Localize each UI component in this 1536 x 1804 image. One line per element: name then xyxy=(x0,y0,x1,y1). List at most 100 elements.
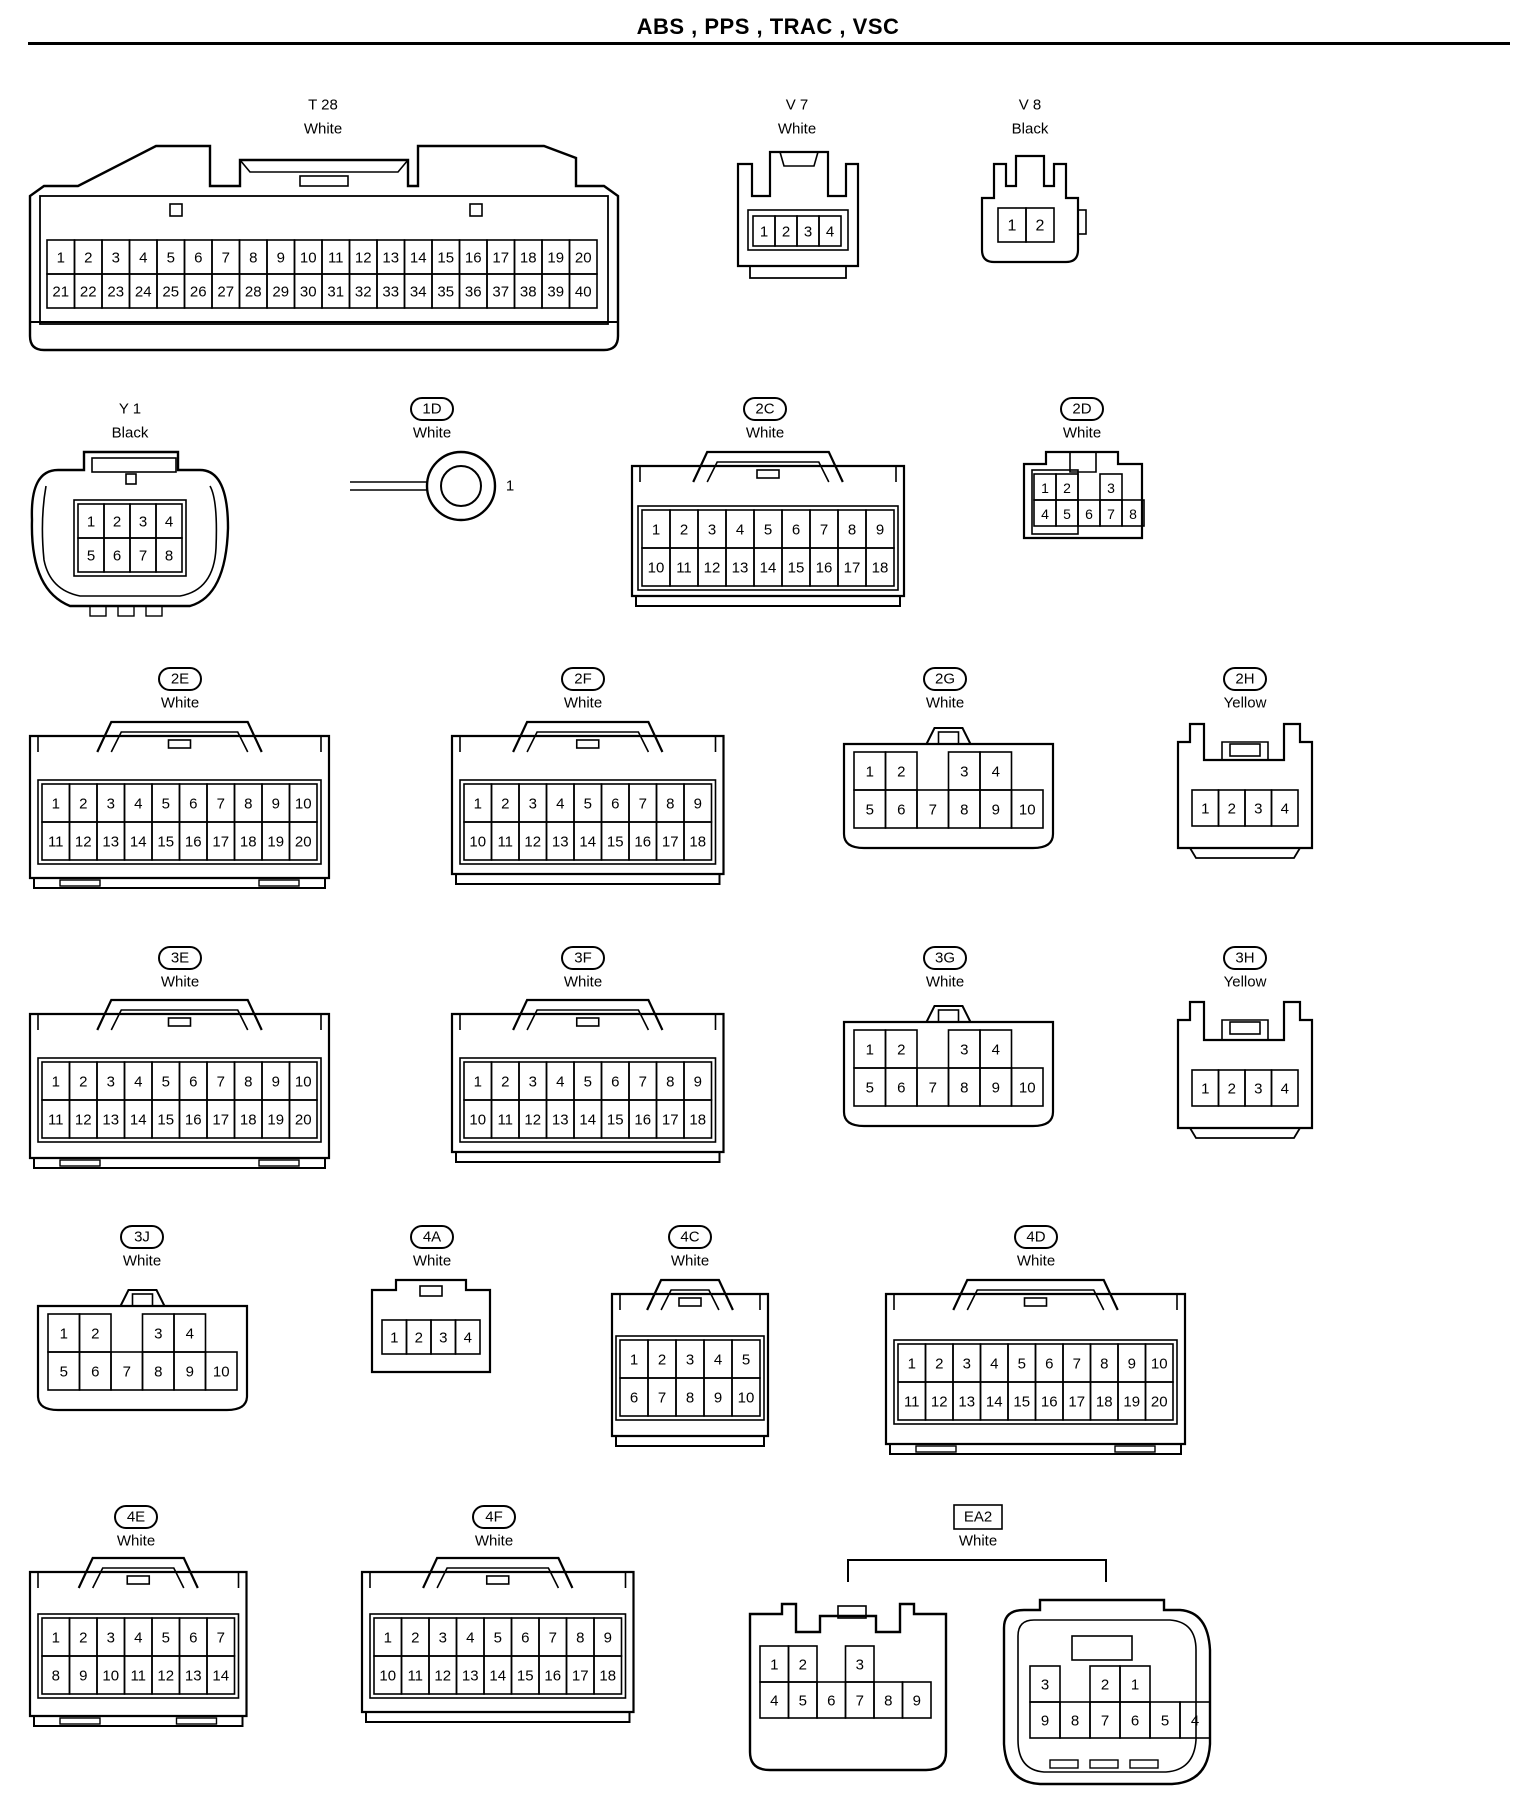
latch-tab xyxy=(485,1575,510,1585)
pin-t28-34: 34 xyxy=(410,284,427,301)
body-outline xyxy=(360,1570,635,1714)
body-outline xyxy=(630,464,906,598)
pin-frame xyxy=(37,1057,322,1143)
latch-tab xyxy=(167,1017,192,1027)
pin-frame xyxy=(459,1057,717,1143)
pin-frame xyxy=(1031,469,1079,535)
body-outline xyxy=(779,151,819,167)
body-outline xyxy=(28,144,620,352)
pin-ea2-m-2: 2 xyxy=(799,1657,807,1674)
pin-t28-10: 10 xyxy=(300,250,317,267)
pin-4c-7: 7 xyxy=(658,1390,666,1407)
pin-4e-8: 8 xyxy=(52,1668,60,1685)
pin-4e-12: 12 xyxy=(157,1668,174,1685)
pin-t28-27: 27 xyxy=(217,284,234,301)
connector-id-4a: 4A xyxy=(423,1229,441,1246)
pin-cell xyxy=(206,1655,236,1695)
connector-id-y1: Y 1 xyxy=(119,401,141,418)
pin-3g-6: 6 xyxy=(897,1080,905,1097)
pin-2d-7: 7 xyxy=(1107,506,1115,522)
body-outline xyxy=(512,998,664,1031)
pin-3e-4: 4 xyxy=(134,1074,142,1091)
pin-4e-3: 3 xyxy=(107,1630,115,1647)
pin-4f-13: 13 xyxy=(462,1668,479,1685)
body-outline xyxy=(736,150,860,268)
pin-ea2-m-4: 4 xyxy=(770,1693,778,1710)
pin-t28-24: 24 xyxy=(135,284,152,301)
pin-ea2-m-6: 6 xyxy=(827,1693,835,1710)
connector-color-2d: White xyxy=(1063,425,1101,442)
body-outline xyxy=(455,1152,721,1163)
pin-frame xyxy=(747,209,849,251)
pin-frame xyxy=(39,195,609,325)
body-outline xyxy=(615,1436,765,1447)
body-outline xyxy=(28,734,331,880)
pin-2e-9: 9 xyxy=(272,796,280,813)
pin-4f-4: 4 xyxy=(466,1630,474,1647)
pin-ea2-m-1: 1 xyxy=(770,1657,778,1674)
pin-3f-12: 12 xyxy=(524,1112,541,1129)
pin-ea2-m-5: 5 xyxy=(799,1693,807,1710)
pin-2c-1: 1 xyxy=(652,522,660,539)
pin-4d-15: 15 xyxy=(1013,1394,1030,1411)
pin-t28-2: 2 xyxy=(84,250,92,267)
body-outline xyxy=(1189,1127,1301,1139)
pin-cell xyxy=(1270,789,1299,827)
latch-tab xyxy=(937,731,960,745)
connector-id-4d: 4D xyxy=(1026,1229,1045,1246)
connector-badge xyxy=(472,1505,516,1529)
foot xyxy=(1129,1759,1159,1769)
body-outline xyxy=(1221,741,1269,760)
pin-2f-2: 2 xyxy=(501,796,509,813)
body-outline xyxy=(33,878,326,889)
latch-tab xyxy=(937,1009,960,1023)
pin-cell xyxy=(1270,1069,1299,1107)
connector-id-3h: 3H xyxy=(1235,950,1254,967)
connector-color-ea2: White xyxy=(959,1533,997,1550)
connector-id-4e: 4E xyxy=(127,1509,145,1526)
pin-2c-9: 9 xyxy=(876,522,884,539)
pin-3f-4: 4 xyxy=(556,1074,564,1091)
pin-ea2-m-7: 7 xyxy=(856,1693,864,1710)
pin-2d-3: 3 xyxy=(1107,480,1115,496)
connector-color-3g: White xyxy=(926,974,964,991)
pin-4a-3: 3 xyxy=(439,1330,447,1347)
pin-3e-12: 12 xyxy=(75,1112,92,1129)
pin-3g-10: 10 xyxy=(1019,1080,1036,1097)
body-outline xyxy=(36,1304,249,1412)
pin-4f-8: 8 xyxy=(576,1630,584,1647)
pin-2d-6: 6 xyxy=(1085,506,1093,522)
pin-2c-12: 12 xyxy=(704,560,721,577)
body-outline xyxy=(980,154,1080,264)
pin-cell xyxy=(1025,207,1055,243)
body-outline xyxy=(436,1567,560,1589)
pin-3e-15: 15 xyxy=(157,1112,174,1129)
pin-2f-12: 12 xyxy=(524,834,541,851)
foot xyxy=(59,879,101,887)
latch-tab xyxy=(756,469,780,479)
pin-2e-6: 6 xyxy=(189,796,197,813)
connector-color-v8: Black xyxy=(1012,121,1049,138)
pin-t28-19: 19 xyxy=(547,250,564,267)
pin-ea2-f-1: 1 xyxy=(1131,1677,1139,1694)
pin-3f-1: 1 xyxy=(474,1074,482,1091)
pin-4e-13: 13 xyxy=(185,1668,202,1685)
connector-id-3g: 3G xyxy=(935,950,955,967)
pin-4a-4: 4 xyxy=(464,1330,472,1347)
pin-4f-6: 6 xyxy=(521,1630,529,1647)
pin-2e-16: 16 xyxy=(185,834,202,851)
pin-4c-10: 10 xyxy=(738,1390,755,1407)
body-outline xyxy=(455,874,721,885)
body-outline xyxy=(842,742,1055,850)
pin-2c-18: 18 xyxy=(872,560,889,577)
connector-color-3f: White xyxy=(564,974,602,991)
pin-3e-6: 6 xyxy=(189,1074,197,1091)
latch-slot xyxy=(1071,1635,1133,1661)
pin-ea2-f-3: 3 xyxy=(1041,1677,1049,1694)
